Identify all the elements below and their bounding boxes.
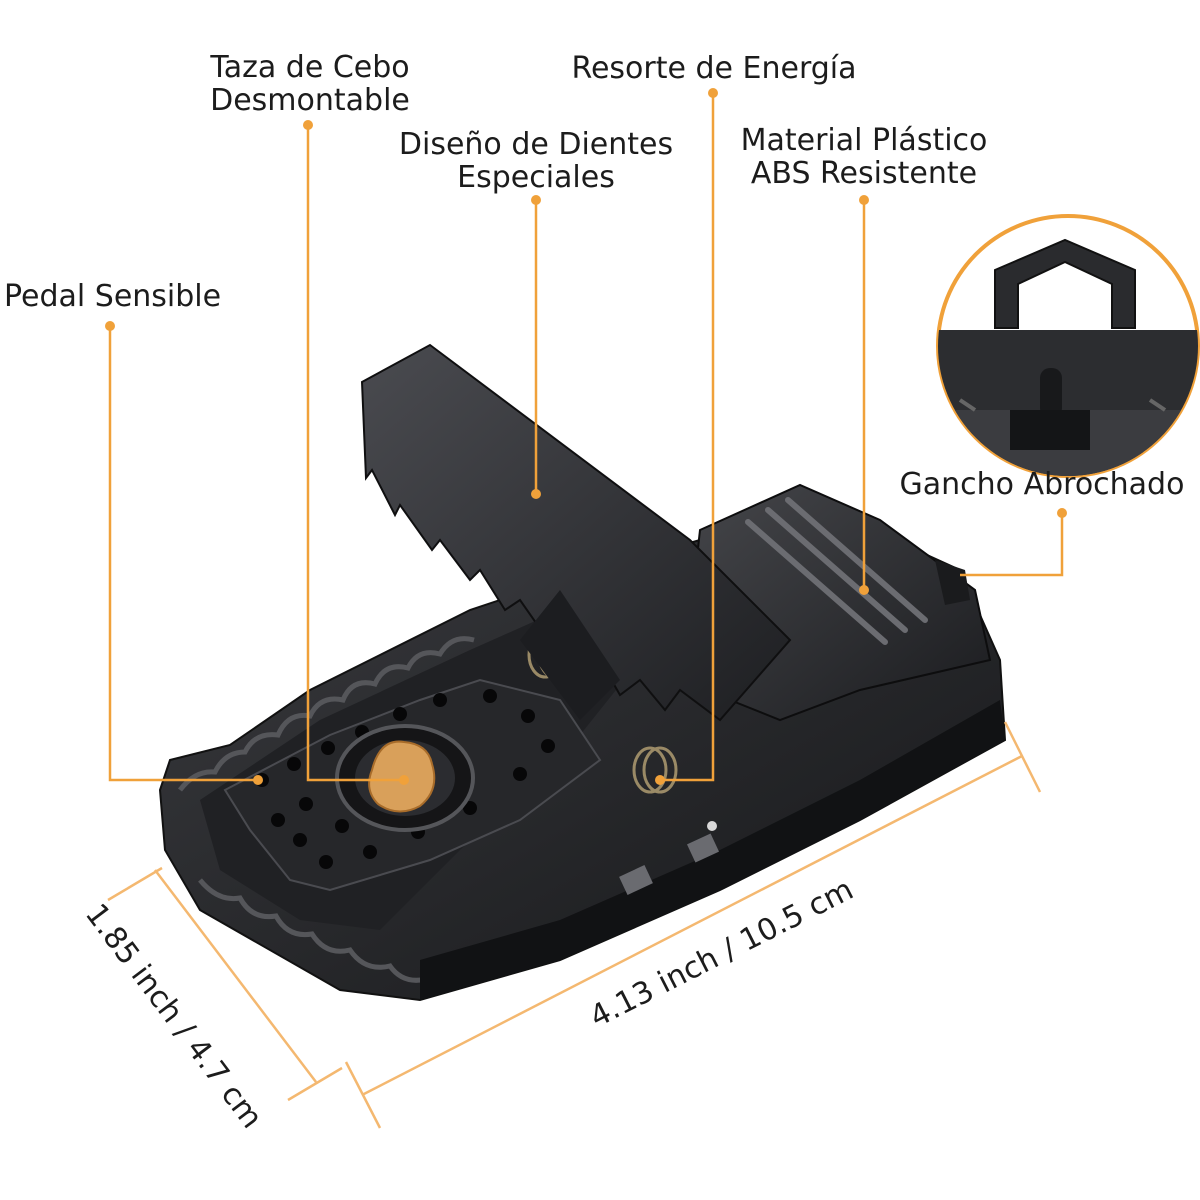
hook-nub [935, 560, 970, 605]
leader-lines [105, 88, 1067, 785]
mouse-trap-illustration [158, 343, 1007, 1002]
side-slot [686, 833, 720, 863]
label-pedal: Pedal Sensible [4, 279, 221, 314]
label-spring: Resorte de Energía [571, 51, 856, 86]
label-teeth-line1: Diseño de Dientes [399, 127, 673, 162]
hook-detail-inset [936, 214, 1200, 478]
label-teeth-line2: Especiales [457, 160, 615, 195]
dimension-lines [107, 721, 1042, 1129]
trap-wavy-rim-lower [198, 878, 431, 983]
trap-side-wall [420, 700, 1005, 1000]
leader-spring [660, 93, 715, 782]
label-bait-cup-line1: Taza de Cebo [209, 50, 409, 85]
jaw-arm [520, 590, 620, 720]
label-bait-cup-line2: Desmontable [210, 83, 410, 118]
label-material-line1: Material Plástico [741, 123, 988, 158]
label-hook: Gancho Abrochado [900, 467, 1185, 502]
leader-pedal [108, 326, 258, 782]
rivet [707, 821, 717, 831]
label-material-line2: ABS Resistente [751, 156, 977, 191]
cover-grooves [745, 497, 928, 645]
side-slot [619, 865, 653, 895]
leader-bait-cup [306, 125, 404, 782]
trap-wavy-rim [178, 636, 475, 792]
leader-hook [960, 513, 1064, 577]
